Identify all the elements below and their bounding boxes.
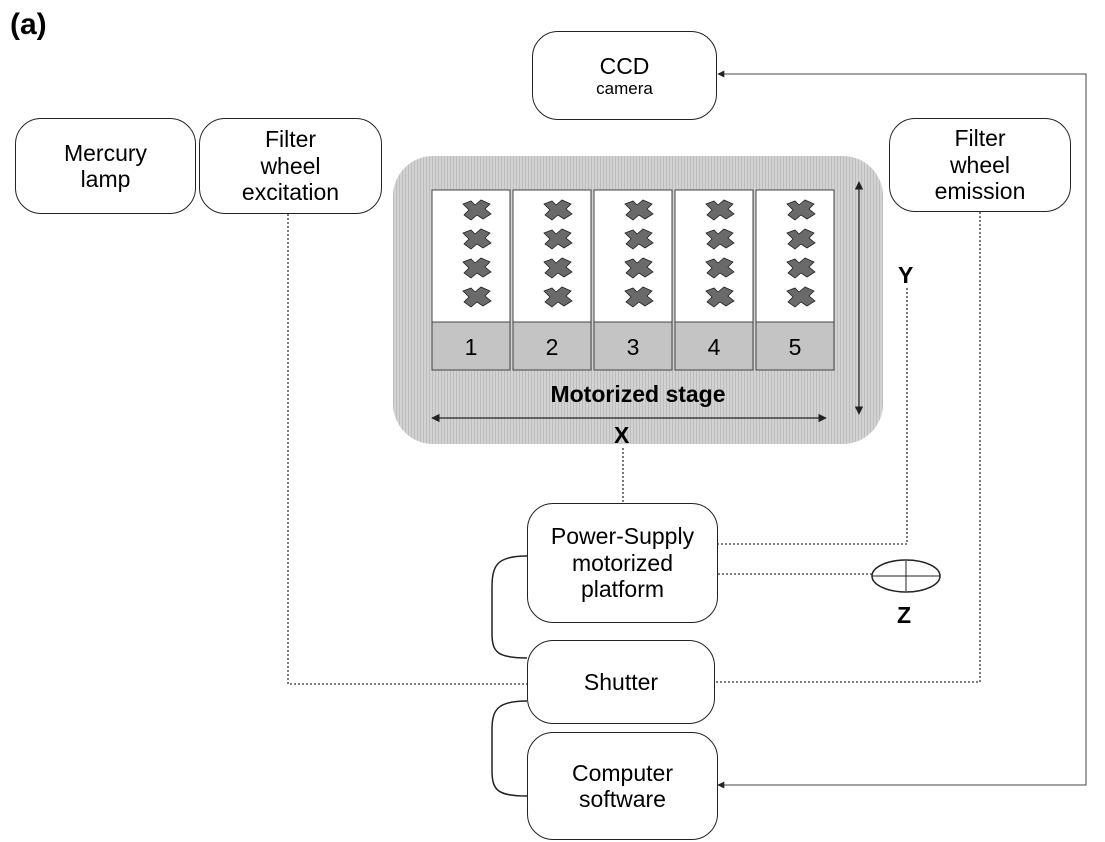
- tissue-section: [462, 257, 492, 279]
- power-supply-line1: Power-Supply: [550, 523, 695, 550]
- slide-5: 5: [755, 189, 835, 371]
- y-axis-label: Y: [898, 262, 914, 288]
- mercury-lamp-line1: Mercury: [63, 139, 148, 166]
- tissue-section: [543, 199, 573, 221]
- slide-2: 2: [512, 189, 592, 371]
- filter-wheel-excitation-box: Filter wheel excitation: [199, 118, 382, 214]
- motorized-stage-title: Motorized stage: [550, 381, 726, 407]
- tissue-section: [624, 286, 654, 308]
- tissue-section: [624, 257, 654, 279]
- slide-label-area: [512, 321, 592, 371]
- slide-1: 1: [431, 189, 511, 371]
- tissue-section: [543, 257, 573, 279]
- excitation-to-shutter-connector: [287, 214, 527, 685]
- mercury-lamp-line2: lamp: [80, 166, 131, 192]
- mercury-lamp-box: Mercury lamp: [15, 118, 196, 214]
- tissue-section: [462, 286, 492, 308]
- power-supply-line3: platform: [580, 576, 665, 603]
- tissue-section: [462, 228, 492, 250]
- y-to-power-connector: [718, 288, 908, 545]
- filter-wheel-emission-box: Filter wheel emission: [889, 118, 1071, 212]
- filter-wheel-excitation-line2: wheel: [260, 152, 321, 179]
- emission-to-shutter-connector: [714, 212, 981, 683]
- filter-wheel-emission-line2: wheel: [949, 151, 1011, 178]
- slide-label-area: [431, 321, 511, 371]
- computer-software-box: Computer software: [527, 732, 718, 840]
- filter-wheel-excitation-line1: Filter: [264, 126, 317, 153]
- panel-label: (a): [10, 8, 47, 41]
- x-axis-label: X: [614, 422, 630, 448]
- slide-label-area: [593, 321, 673, 371]
- filter-wheel-excitation-line3: excitation: [241, 179, 340, 206]
- filter-wheel-emission-line3: emission: [934, 178, 1026, 205]
- filter-wheel-emission-line1: Filter: [954, 125, 1006, 152]
- ccd-camera-box: CCD camera: [532, 31, 717, 120]
- tissue-section: [543, 286, 573, 308]
- slide-group: 1 2 3 4 5: [431, 189, 835, 371]
- slide-label-area: [755, 321, 835, 371]
- slide-number: 4: [708, 334, 721, 360]
- ccd-camera-line1: CCD: [599, 52, 650, 79]
- computer-software-line1: Computer: [572, 759, 673, 786]
- tissue-section: [786, 257, 816, 279]
- slide-number: 3: [627, 334, 640, 360]
- power-shutter-bracket: [491, 555, 528, 659]
- tissue-section: [786, 199, 816, 221]
- shutter-computer-bracket: [491, 700, 528, 797]
- tissue-section: [624, 199, 654, 221]
- dotted-connectors: [287, 212, 981, 685]
- tissue-section: [786, 286, 816, 308]
- slide-number: 2: [546, 334, 559, 360]
- slide-label-area: [674, 321, 754, 371]
- power-supply-box: Power-Supply motorized platform: [527, 503, 718, 623]
- tissue-section: [543, 228, 573, 250]
- shutter-box: Shutter: [527, 640, 715, 724]
- camera-computer-connector: [717, 70, 1087, 789]
- power-supply-line2: motorized: [572, 549, 673, 576]
- slide-number: 5: [789, 334, 802, 360]
- z-axis-label: Z: [897, 602, 912, 628]
- tissue-section: [462, 199, 492, 221]
- ccd-camera-line2: camera: [596, 78, 653, 98]
- tissue-section: [786, 228, 816, 250]
- slide-number: 1: [465, 334, 478, 360]
- slide-4: 4: [674, 189, 754, 371]
- tissue-section: [624, 228, 654, 250]
- shutter-label: Shutter: [583, 668, 659, 695]
- computer-software-line2: software: [579, 786, 666, 812]
- slide-3: 3: [593, 189, 673, 371]
